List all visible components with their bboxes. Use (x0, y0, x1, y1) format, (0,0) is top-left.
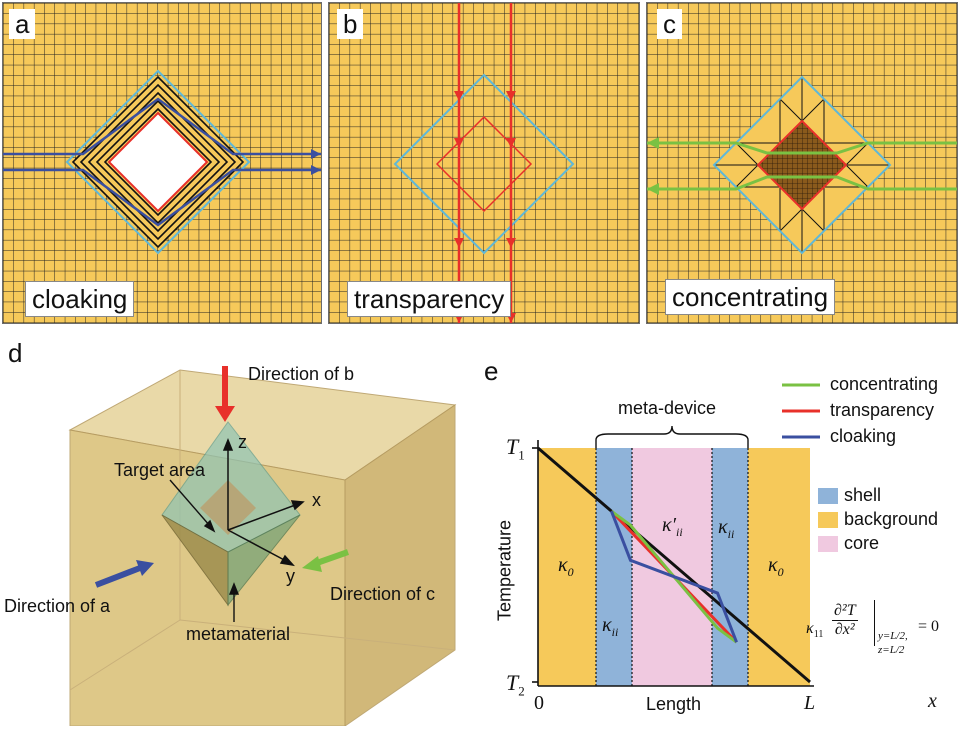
kappa0-left-symbol: κ (558, 554, 568, 576)
kappa-ii-left: κii (602, 614, 618, 640)
label-t2: T2 (506, 670, 525, 699)
y-axis-label: Temperature (494, 519, 515, 622)
panel-b: b transparency (328, 2, 640, 324)
label-metamaterial: metamaterial (186, 624, 291, 644)
eq-rhs: = 0 (918, 618, 940, 635)
legend-swatch-shell (818, 488, 838, 504)
kappa-ii-left-symbol: κ (602, 614, 612, 636)
x-axis-label: Length (646, 694, 702, 714)
panel-letter-e: e (484, 356, 499, 386)
cloak-rays (3, 97, 321, 227)
axes (222, 437, 305, 567)
panel-a-graphic (3, 3, 321, 323)
panel-e: e concentrating transparency cloaking me… (478, 330, 960, 726)
label-axis-z: z (238, 432, 247, 452)
kappa-core-symbol: κ′ (662, 514, 676, 536)
caption-transparency: transparency (347, 281, 512, 317)
label-direction-b: Direction of b (248, 364, 355, 384)
x-axis-symbol: x (928, 690, 937, 712)
legend-swatch-background (818, 512, 838, 528)
legend-concentrating: concentrating (830, 374, 939, 394)
series-line-cloaking (610, 510, 738, 643)
panel-d: d Direction of b z Target area x y Direc… (0, 330, 470, 727)
label-direction-c: Direction of c (330, 584, 436, 604)
caption-cloaking: cloaking (25, 281, 135, 317)
chart-axes (532, 440, 814, 687)
eq-bar (874, 600, 875, 646)
kappa0-left: κ0 (558, 554, 574, 580)
panel-b-graphic (329, 3, 639, 323)
panel-letter-a: a (9, 9, 36, 39)
t1-subscript: 1 (518, 447, 525, 463)
direction-a-arrow (94, 560, 154, 588)
legend-core: core (844, 533, 880, 553)
series-background-line (537, 446, 811, 684)
panel-letter-c: c (657, 9, 682, 39)
panel-d-graphic (68, 366, 457, 727)
legend-swatch-core (818, 536, 838, 552)
legend-cloaking: cloaking (830, 426, 897, 446)
caption-concentrating: concentrating (665, 279, 836, 315)
core-boundary (756, 119, 848, 211)
kappa-ii-right-symbol: κ (718, 516, 728, 538)
kappa-ii-right: κii (718, 516, 734, 542)
panel-letter-b: b (337, 9, 364, 39)
eq-kappa-sub: 11 (813, 629, 824, 641)
label-t1: T1 (506, 434, 525, 463)
meta-device-brace (595, 425, 749, 448)
cyan-boundary (65, 69, 251, 255)
kappa-core: κ′ii (662, 514, 683, 540)
label-axis-y: y (286, 566, 295, 586)
t2-subscript: 2 (518, 683, 525, 699)
series-layer (610, 509, 738, 644)
panel-c: c concentrating (646, 2, 958, 324)
cyan-boundary (393, 73, 575, 255)
eq-condition-2: z=L/2 (878, 644, 905, 656)
boundary-equation: κ11 ∂²T ∂x² y=L/2, z=L/2 = 0 (806, 598, 958, 668)
red-inner (435, 115, 533, 213)
eq-numerator: ∂²T (832, 602, 858, 621)
x-end-label: L (804, 692, 816, 714)
panel-letter-d: d (8, 338, 23, 368)
eq-condition-1: y=L/2, (878, 630, 908, 642)
white-target (107, 111, 209, 213)
kappa0-right-sub: 0 (777, 565, 784, 579)
label-axis-x: x (312, 490, 321, 510)
transparency-rays (457, 3, 513, 323)
kappa-core-sub: ii (675, 525, 683, 539)
legend-transparency: transparency (830, 400, 935, 420)
kappa0-left-sub: 0 (567, 565, 574, 579)
concentrating-rays (647, 141, 957, 191)
kappa-ii-left-sub: ii (611, 625, 619, 639)
t1-symbol: T (506, 434, 519, 459)
label-direction-a: Direction of a (4, 596, 111, 616)
direction-c-arrow (302, 549, 349, 572)
eq-denominator: ∂x² (834, 621, 855, 638)
eq-kappa: κ11 (806, 620, 823, 640)
panel-c-graphic (647, 3, 957, 323)
x-origin-label: 0 (534, 692, 544, 714)
eq-fraction: ∂²T ∂x² (832, 602, 858, 639)
kappa0-right-symbol: κ (768, 554, 778, 576)
eq-kappa-symbol: κ (806, 620, 814, 637)
panel-a: a cloaking (2, 2, 322, 324)
panel-e-chart (532, 383, 838, 687)
t2-symbol: T (506, 670, 519, 695)
kappa0-right: κ0 (768, 554, 784, 580)
region-background-right (748, 448, 810, 686)
direction-b-arrow (215, 366, 235, 422)
region-shell-right (712, 448, 748, 686)
label-meta-device: meta-device (618, 398, 717, 418)
legend-background: background (844, 509, 939, 529)
label-target-area: Target area (114, 460, 206, 480)
region-shell-left (596, 448, 632, 686)
kappa-ii-right-sub: ii (727, 527, 735, 541)
cyan-boundary (712, 75, 892, 255)
octahedron (161, 421, 301, 607)
legend-shell: shell (844, 485, 882, 505)
legend-line-swatches (782, 383, 820, 439)
